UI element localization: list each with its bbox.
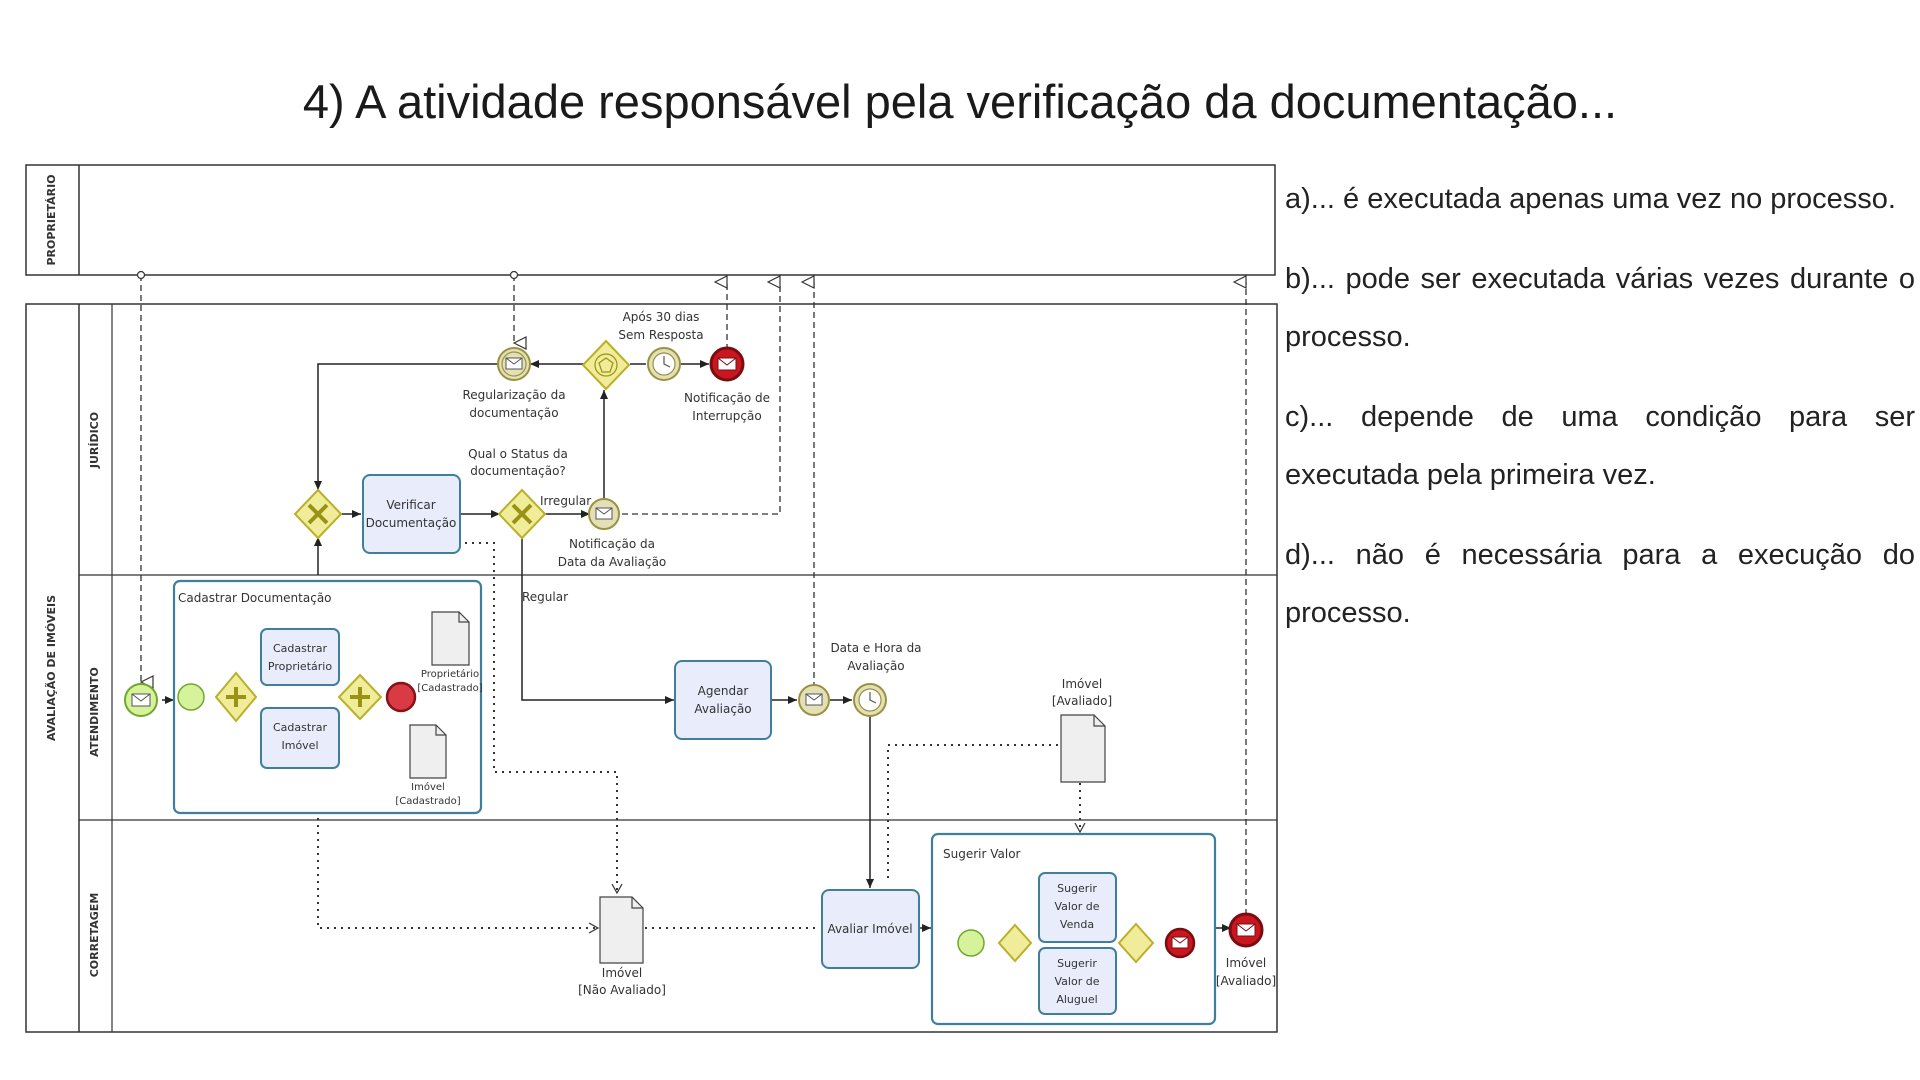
task-verificar-documentacao[interactable]: Verificar Documentação — [362, 474, 461, 554]
subprocess-sugerir-label: Sugerir Valor — [943, 847, 1021, 861]
lane-label-atendimento: ATENDIMENTO — [88, 667, 101, 757]
start-event-sugerir-icon — [957, 929, 985, 957]
data-imovel-cad-label-1: Imóvel — [411, 781, 445, 793]
task-cad-prop-line1: Cadastrar — [273, 642, 327, 655]
flow-label-irregular: Irregular — [540, 494, 591, 508]
event-regularizacao-label-2: documentação — [469, 406, 558, 420]
gateway-parallel-split-icon — [214, 671, 258, 723]
task-venda-line3: Venda — [1060, 918, 1094, 931]
event-apos30-label-2: Sem Resposta — [618, 328, 703, 342]
event-notif-data-label-1: Notificação da — [569, 537, 655, 551]
task-venda-line2: Valor de — [1055, 900, 1100, 913]
task-verificar-line2: Documentação — [366, 516, 457, 530]
option-a[interactable]: a)... é executada apenas uma vez no proc… — [1285, 183, 1896, 215]
data-imovel-cad-label-2: [Cadastrado] — [395, 796, 460, 807]
event-notif-data-label-2: Data da Avaliação — [558, 555, 667, 569]
end-event-cadastrar-icon — [385, 681, 417, 713]
data-imovel-nao-avaliado-label-1: Imóvel — [602, 966, 642, 980]
intermediate-message-notif-data-icon — [588, 498, 620, 530]
start-event-cadastrar-icon — [177, 683, 205, 711]
data-object-proprietario-cadastrado-icon: Proprietário [Cadastrado] — [417, 611, 483, 694]
end-message-interrupcao-icon — [709, 346, 745, 382]
data-prop-cad-label-2: [Cadastrado] — [417, 683, 482, 694]
subprocess-cadastrar-documentacao[interactable]: Cadastrar Documentação — [172, 579, 483, 815]
flow-label-regular: Regular — [522, 590, 568, 604]
task-avaliar-line1: Avaliar Imóvel — [827, 922, 912, 936]
pool-label-proprietario: PROPRIETÁRIO — [45, 174, 58, 265]
intermediate-message-atendimento-icon — [798, 684, 830, 716]
gateway-parallel-join-icon — [337, 673, 383, 721]
gateway-event-based-icon — [581, 339, 631, 391]
task-aluguel-line1: Sugerir — [1057, 957, 1097, 970]
event-interrupcao-label-1: Notificação de — [684, 391, 770, 405]
task-sugerir-valor-venda[interactable]: Sugerir Valor de Venda — [1038, 872, 1117, 943]
gateway-exclusive-merge-icon — [293, 488, 343, 540]
task-cadastrar-imovel[interactable]: Cadastrar Imóvel — [260, 707, 340, 769]
gateway-split-sugerir-icon — [997, 923, 1033, 963]
event-data-hora-label-1: Data e Hora da — [830, 641, 921, 655]
task-verificar-line1: Verificar — [386, 498, 435, 512]
event-imovel-avaliado-label-1: Imóvel — [1226, 956, 1266, 970]
event-interrupcao-label-2: Interrupção — [692, 409, 761, 423]
gateway-status-label-1: Qual o Status da — [468, 447, 568, 461]
event-imovel-avaliado-label-2: [Avaliado] — [1216, 974, 1276, 988]
lane-label-corretagem: CORRETAGEM — [88, 893, 101, 978]
event-apos30-label-1: Após 30 dias — [623, 310, 700, 324]
task-sugerir-valor-aluguel[interactable]: Sugerir Valor de Aluguel — [1038, 947, 1117, 1015]
task-aluguel-line3: Aluguel — [1056, 993, 1097, 1006]
task-cad-prop-line2: Proprietário — [268, 660, 332, 673]
task-agendar-line1: Agendar — [698, 684, 749, 698]
sequence-flows — [162, 360, 1231, 984]
answer-options: a)... é executada apenas uma vez no proc… — [1285, 170, 1915, 664]
event-data-hora-label-2: Avaliação — [847, 659, 904, 673]
task-avaliar-imovel[interactable]: Avaliar Imóvel — [821, 889, 920, 969]
question-title: 4) A atividade responsável pela verifica… — [302, 75, 1618, 128]
gateway-status-label-2: documentação? — [470, 464, 566, 478]
intermediate-message-regularizacao-icon — [497, 347, 531, 381]
data-prop-cad-label-1: Proprietário — [421, 668, 479, 680]
data-object-imovel-cadastrado-icon: Imóvel [Cadastrado] — [395, 724, 461, 807]
gateway-exclusive-status-icon — [497, 488, 547, 540]
data-imovel-nao-avaliado-label-2: [Não Avaliado] — [578, 983, 666, 997]
timer-30-dias-icon — [647, 347, 681, 381]
task-cad-imovel-line2: Imóvel — [281, 739, 318, 752]
event-regularizacao-label-1: Regularização da — [462, 388, 565, 402]
end-message-event-imovel-avaliado-icon — [1228, 912, 1264, 948]
data-object-imovel-nao-avaliado-icon: Imóvel [Não Avaliado] — [578, 896, 666, 997]
task-venda-line1: Sugerir — [1057, 882, 1097, 895]
lane-label-juridico: JURÍDICO — [88, 412, 101, 469]
start-message-event-icon — [124, 683, 158, 717]
data-imovel-avaliado-label-2: [Avaliado] — [1052, 694, 1112, 708]
option-d[interactable]: d)... não é necessária para a execução d… — [1285, 539, 1915, 629]
task-aluguel-line2: Valor de — [1055, 975, 1100, 988]
task-cad-imovel-line1: Cadastrar — [273, 721, 327, 734]
option-b[interactable]: b)... pode ser executada várias vezes du… — [1285, 263, 1915, 353]
pool-proprietario: PROPRIETÁRIO — [25, 164, 1276, 276]
end-message-event-sugerir-icon — [1164, 927, 1196, 959]
subprocess-cadastrar-label: Cadastrar Documentação — [178, 591, 332, 605]
task-agendar-avaliacao[interactable]: Agendar Avaliação — [674, 660, 772, 740]
pool-label-avaliacao: AVALIAÇÃO DE IMÓVEIS — [45, 595, 58, 741]
message-flows — [141, 275, 1247, 915]
gateway-join-sugerir-icon — [1117, 922, 1155, 964]
data-imovel-avaliado-label-1: Imóvel — [1062, 677, 1102, 691]
task-agendar-line2: Avaliação — [694, 702, 751, 716]
data-object-imovel-avaliado-icon: Imóvel [Avaliado] — [1052, 677, 1112, 783]
option-c[interactable]: c)... depende de uma condição para ser e… — [1285, 401, 1915, 491]
task-cadastrar-proprietario[interactable]: Cadastrar Proprietário — [260, 628, 340, 686]
timer-data-hora-icon — [853, 683, 887, 717]
